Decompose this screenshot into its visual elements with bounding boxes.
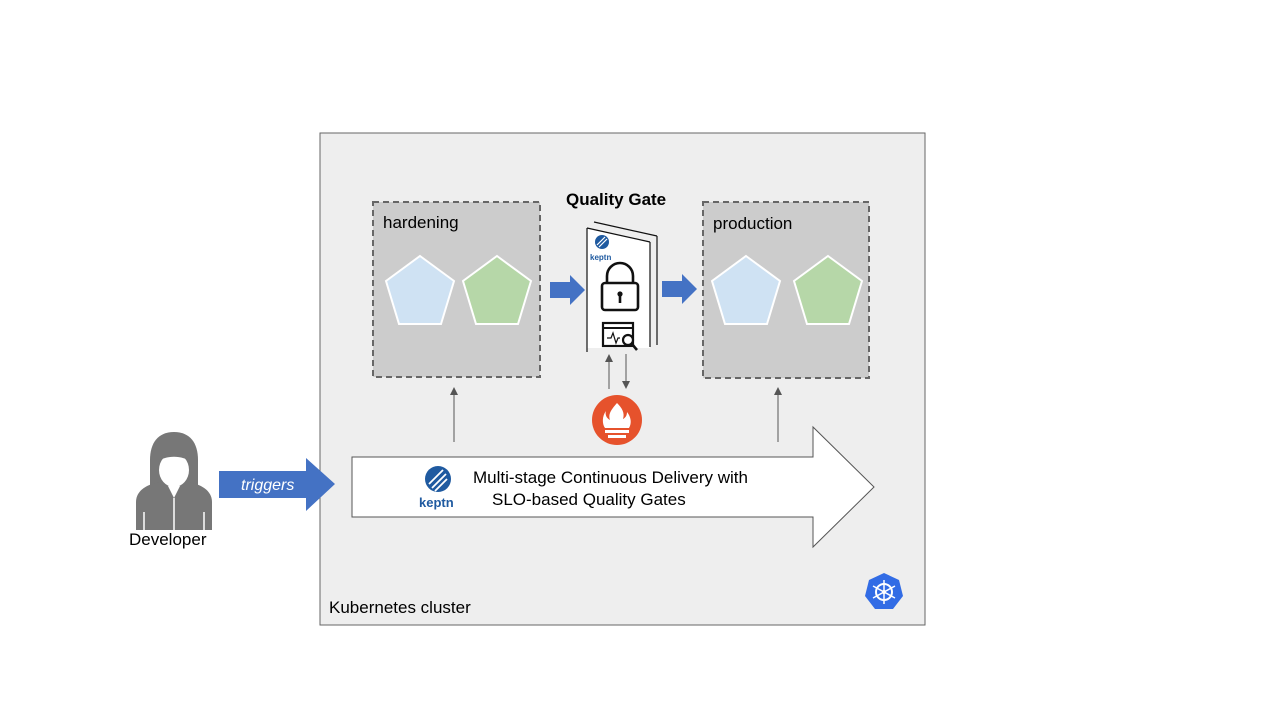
- prometheus-icon: [592, 395, 642, 445]
- keptn-logo-text: keptn: [419, 495, 454, 510]
- production-stage-label: production: [713, 214, 793, 233]
- arrow-gate-to-production: [662, 274, 697, 304]
- lock-icon: [600, 261, 640, 312]
- hardening-service-pentagon-blue: [384, 254, 456, 325]
- keptn-logo-icon: [425, 466, 451, 492]
- arrow-hardening-to-gate: [550, 275, 585, 305]
- hardening-service-pentagon-green: [461, 254, 533, 325]
- kubernetes-cluster-label: Kubernetes cluster: [329, 598, 471, 617]
- pipeline-title-line2: SLO-based Quality Gates: [492, 490, 686, 509]
- production-service-pentagon-green: [792, 254, 864, 325]
- developer-label: Developer: [129, 530, 207, 549]
- kubernetes-icon: [865, 573, 903, 609]
- monitor-search-icon: [601, 321, 638, 351]
- keptn-logo-small-text: keptn: [590, 253, 612, 262]
- hardening-stage-label: hardening: [383, 213, 459, 232]
- production-service-pentagon-blue: [710, 254, 782, 325]
- pipeline-title-line1: Multi-stage Continuous Delivery with: [473, 468, 748, 487]
- triggers-arrow: [219, 458, 335, 511]
- pipeline-arrow: [351, 425, 875, 549]
- triggers-label: triggers: [241, 477, 295, 494]
- quality-gate-title: Quality Gate: [566, 190, 667, 209]
- keptn-logo-icon-small: [595, 235, 609, 249]
- person-icon: [136, 432, 212, 530]
